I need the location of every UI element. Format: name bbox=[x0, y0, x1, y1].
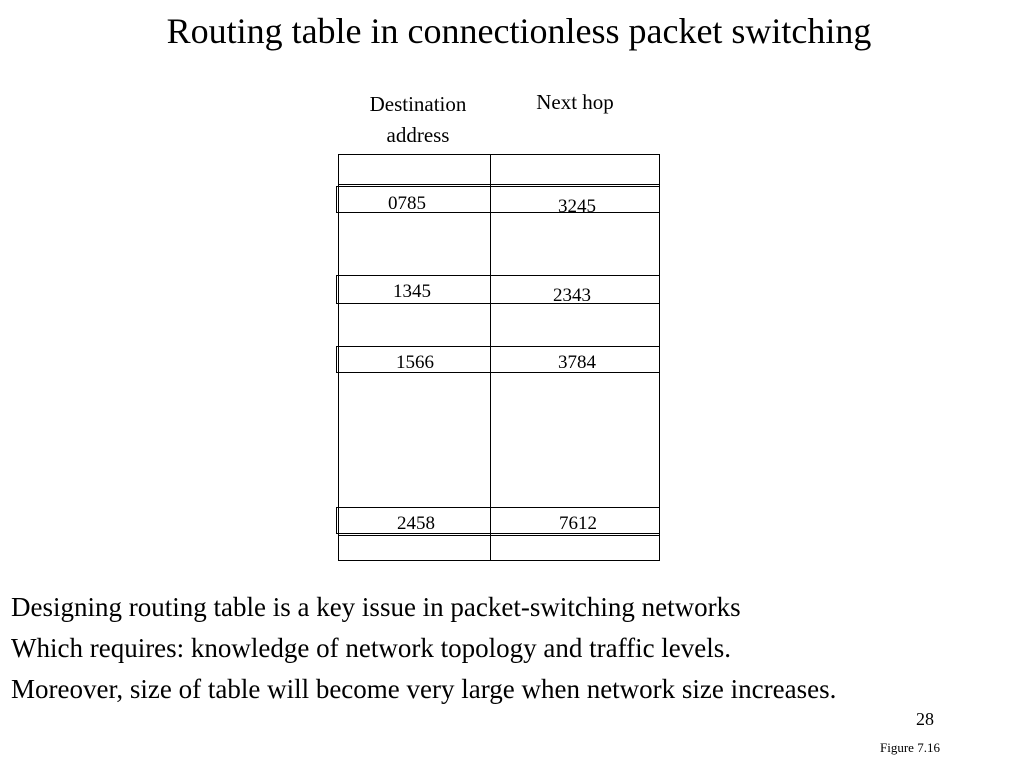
next-hop-cell: 3784 bbox=[558, 352, 596, 373]
destination-header-line2: address bbox=[386, 123, 450, 147]
body-text-line: Designing routing table is a key issue i… bbox=[11, 592, 741, 622]
destination-cell: 0785 bbox=[388, 193, 426, 214]
destination-header-line1: Destination bbox=[369, 92, 467, 116]
destination-cell: 2458 bbox=[397, 513, 435, 534]
column-divider bbox=[490, 154, 491, 561]
next-hop-header: Next hop bbox=[536, 90, 614, 114]
next-hop-cell: 7612 bbox=[559, 513, 597, 534]
table-row bbox=[336, 507, 660, 534]
destination-cell: 1566 bbox=[396, 352, 434, 373]
table-row bbox=[336, 346, 660, 373]
destination-cell: 1345 bbox=[393, 281, 431, 302]
body-text-line: Which requires: knowledge of network top… bbox=[11, 633, 732, 663]
page-number: 28 bbox=[916, 709, 934, 729]
row-divider bbox=[338, 184, 660, 185]
row-divider bbox=[338, 535, 660, 536]
figure-label: Figure 7.16 bbox=[880, 740, 940, 755]
next-hop-cell: 3245 bbox=[558, 196, 596, 217]
next-hop-cell: 2343 bbox=[553, 285, 591, 306]
body-text-line: Moreover, size of table will become very… bbox=[11, 674, 837, 704]
slide-title: Routing table in connectionless packet s… bbox=[166, 11, 872, 51]
table-row bbox=[336, 275, 660, 304]
destination-address-header: Destination address bbox=[340, 89, 496, 151]
table-row bbox=[336, 186, 660, 213]
